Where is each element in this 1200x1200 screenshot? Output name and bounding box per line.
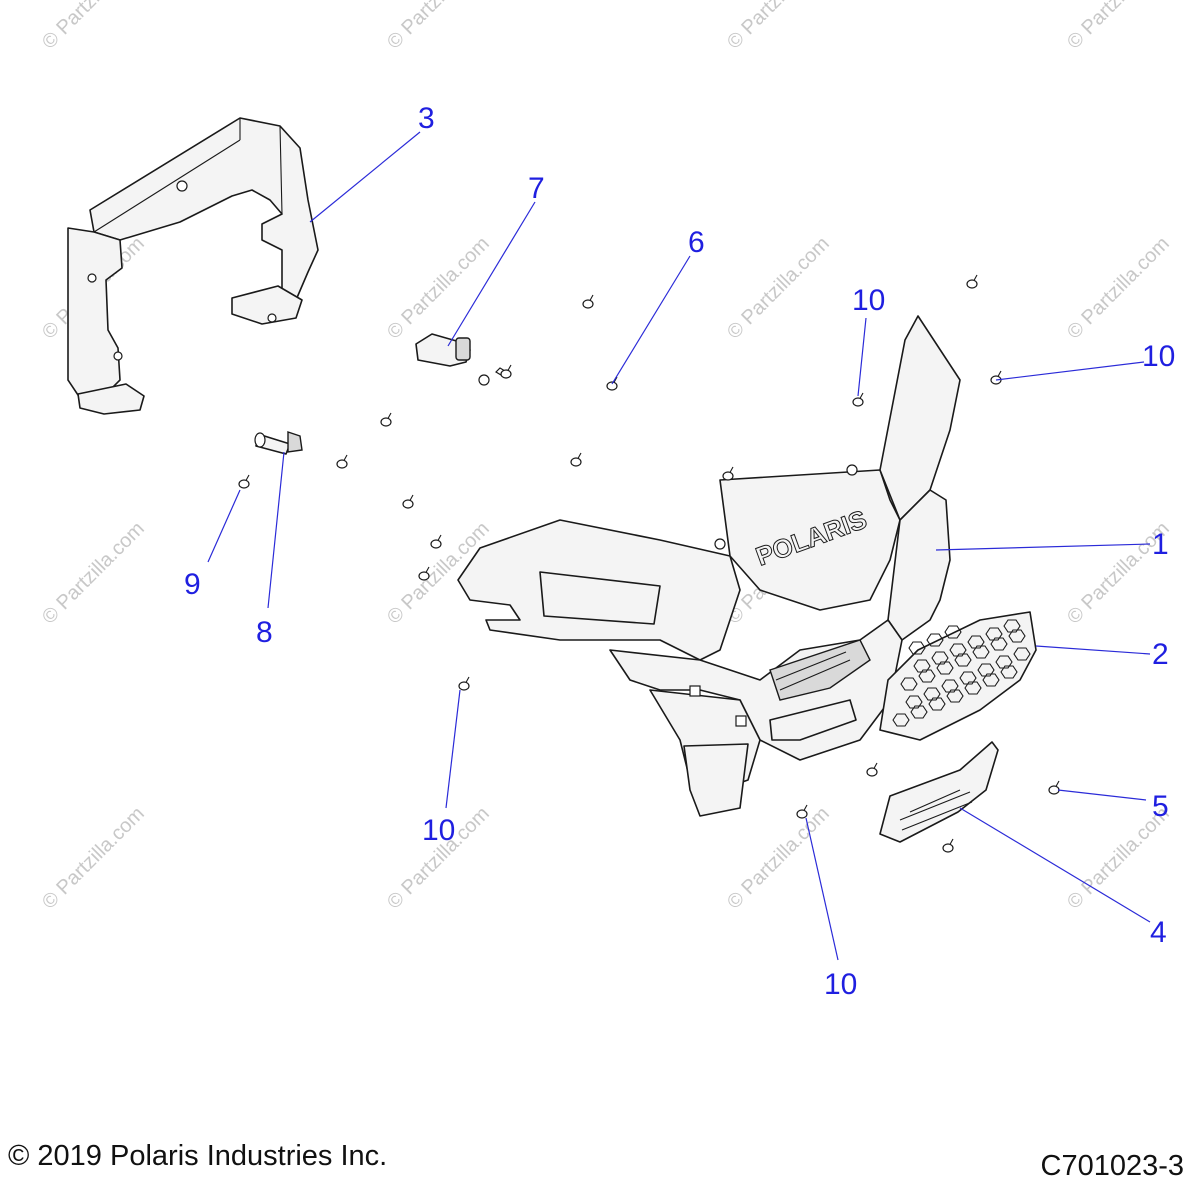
- grille-cell: [941, 679, 959, 693]
- fastener: [582, 294, 594, 309]
- fastener: [238, 474, 250, 489]
- grille-cell: [923, 687, 941, 701]
- callout-3: 3: [418, 102, 435, 135]
- grille-cell: [977, 663, 995, 677]
- grille-cell: [949, 643, 967, 657]
- fastener: [570, 452, 582, 467]
- fastener: [336, 454, 348, 469]
- fastener: [852, 392, 864, 407]
- fastener: [418, 566, 430, 581]
- fastener: [866, 762, 878, 777]
- fastener: [402, 494, 414, 509]
- watermark-text: © Partzilla.com: [1063, 233, 1174, 344]
- part-8-pin-clip: [254, 431, 303, 455]
- watermark-text: © Partzilla.com: [38, 518, 149, 629]
- grille-cell: [1008, 629, 1026, 643]
- grille-cell: [1000, 665, 1018, 679]
- diagram-code: C701023-3: [1040, 1150, 1185, 1182]
- fastener: [430, 534, 442, 549]
- callout-9: 9: [184, 568, 201, 601]
- watermark-text: © Partzilla.com: [723, 803, 834, 914]
- part-3-mount-bracket: [67, 117, 319, 415]
- grille-cell: [995, 655, 1013, 669]
- grille-cell: [900, 677, 918, 691]
- grille-cell: [910, 705, 928, 719]
- grille-cell: [967, 635, 985, 649]
- part-2-grille: [879, 611, 1037, 741]
- grille-cell: [905, 695, 923, 709]
- grille-cell: [1013, 647, 1031, 661]
- grille-cell: [926, 633, 944, 647]
- callout-labels: 3 7 6 10 10 1 2 5 4 9 8 10 10: [184, 102, 1175, 1001]
- fastener: [796, 804, 808, 819]
- grille-cell: [1003, 619, 1021, 633]
- grille-cell: [931, 651, 949, 665]
- grille-cell: [982, 673, 1000, 687]
- part-4-lower-panel: [879, 741, 999, 843]
- callout-10: 10: [1142, 340, 1175, 373]
- grille-cell: [944, 625, 962, 639]
- grille-cell: [972, 645, 990, 659]
- watermark-text: © Partzilla.com: [723, 233, 834, 344]
- fastener: [1048, 780, 1060, 795]
- grille-cell: [985, 627, 1003, 641]
- watermark-text: © Partzilla.com: [1063, 0, 1174, 54]
- grille-cell: [959, 671, 977, 685]
- watermark-text: © Partzilla.com: [383, 233, 494, 344]
- callout-10: 10: [852, 284, 885, 317]
- watermark-text: © Partzilla.com: [38, 803, 149, 914]
- fastener: [380, 412, 392, 427]
- grille-cell: [908, 641, 926, 655]
- watermark-text: © Partzilla.com: [383, 0, 494, 54]
- grille-cell: [946, 689, 964, 703]
- grille-cell: [918, 669, 936, 683]
- callout-2: 2: [1152, 638, 1169, 671]
- fastener: [942, 838, 954, 853]
- grille-mesh: [892, 619, 1031, 727]
- callout-1: 1: [1152, 528, 1169, 561]
- grille-cell: [913, 659, 931, 673]
- copyright-notice: © 2019 Polaris Industries Inc.: [8, 1140, 388, 1172]
- fastener: [990, 370, 1002, 385]
- watermark-text: © Partzilla.com: [723, 0, 834, 54]
- watermark-text: © Partzilla.com: [38, 0, 149, 54]
- callout-7: 7: [528, 172, 545, 205]
- grille-cell: [954, 653, 972, 667]
- part-1-front-bumper: POLARIS: [457, 315, 961, 817]
- callout-5: 5: [1152, 790, 1169, 823]
- part-7-small-bracket: [415, 333, 511, 386]
- fastener: [458, 676, 470, 691]
- callout-10: 10: [422, 814, 455, 847]
- callout-6: 6: [688, 226, 705, 259]
- grille-cell: [990, 637, 1008, 651]
- callout-8: 8: [256, 616, 273, 649]
- fastener: [500, 364, 512, 379]
- grille-cell: [936, 661, 954, 675]
- grille-cell: [892, 713, 910, 727]
- leader-lines: [207, 131, 1151, 961]
- callout-10: 10: [824, 968, 857, 1001]
- fastener: [606, 376, 618, 391]
- fastener: [966, 274, 978, 289]
- grille-cell: [964, 681, 982, 695]
- grille-cell: [928, 697, 946, 711]
- fastener-layer: [238, 274, 1060, 853]
- fastener: [722, 466, 734, 481]
- callout-4: 4: [1150, 916, 1167, 949]
